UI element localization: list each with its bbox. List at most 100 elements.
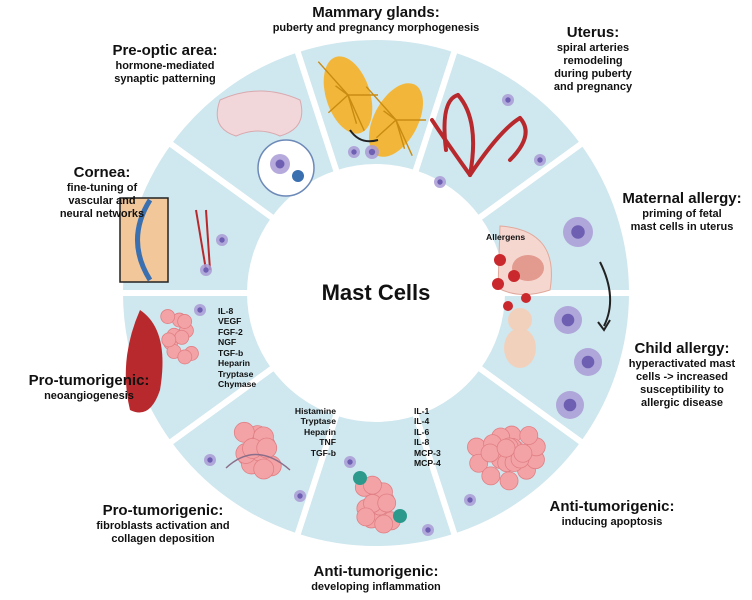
tumor-cell-apop-21	[513, 443, 533, 463]
mammary-duct-1-1	[395, 119, 413, 156]
cornea-mast-cell-1	[200, 264, 212, 276]
mammary-duct-1-4	[375, 119, 397, 139]
desc-preoptic-0: hormone-mediated	[115, 59, 215, 72]
tumor-cell-apop-20	[496, 438, 516, 458]
center-disc	[253, 170, 499, 416]
desc-maternal-1: mast cells in uterus	[630, 220, 734, 233]
label-anti-apoptosis: Anti-tumorigenic: inducing apoptosis	[532, 498, 692, 529]
mediator-angio-4: TGF-b	[218, 347, 244, 358]
mediator-apop-4: MCP-3	[414, 447, 441, 458]
mammary-mast-cell-1-nucleus	[351, 149, 357, 155]
mediator-angio-6: Tryptase	[218, 368, 254, 379]
desc-pro-fibroblast-1: collagen deposition	[111, 532, 215, 545]
mediator-angio-7: Chymase	[218, 379, 257, 390]
mammary-duct-0-4	[327, 94, 349, 114]
title-pro-fibroblast: Pro-tumorigenic:	[102, 502, 224, 519]
allergens-label: Allergens	[486, 232, 526, 242]
tumor-cell-angio-11	[177, 349, 193, 365]
fibroblast-mast-cell-1-nucleus	[297, 493, 303, 499]
label-child: Child allergy: hyperactivated mast cells…	[614, 340, 750, 410]
inflammation-mast-cell-0-nucleus	[347, 459, 353, 465]
desc-anti-apoptosis-0: inducing apoptosis	[561, 515, 663, 528]
allergen-maternal-2	[492, 278, 504, 290]
apoptosis-tumor	[467, 425, 546, 491]
child-mast-cell-1	[574, 348, 602, 376]
tumor-cell-fibro-11	[253, 458, 275, 480]
mammary-mast-cell-0	[365, 145, 379, 159]
mediator-fibro-1: Tryptase	[300, 416, 336, 427]
uterus-artery-4	[508, 116, 528, 162]
label-anti-inflammation: Anti-tumorigenic: developing inflammatio…	[286, 563, 466, 594]
uterus-mast-cell-0-nucleus	[505, 97, 511, 103]
child-mast-cell-2-nucleus	[563, 398, 577, 412]
fibroblast-tumor	[225, 421, 291, 480]
label-uterus: Uterus: spiral arteries remodeling durin…	[538, 24, 648, 94]
tumor-cell-angio-7	[160, 309, 176, 324]
mediators-angiogenesis: IL-8 VEGF FGF-2 NGF TGF-b Heparin Trypta…	[218, 306, 256, 390]
tumor-cell-fibro-13	[256, 437, 278, 459]
mammary-arrow	[349, 129, 379, 143]
child-mast-cell-0-nucleus	[561, 313, 575, 327]
mediator-fibro-3: TNF	[319, 437, 336, 448]
mediator-fibro-2: Heparin	[304, 426, 336, 437]
preoptic-neuron	[292, 170, 304, 182]
tumor-cell-apop-14	[481, 466, 501, 486]
baby-body	[504, 328, 536, 368]
tumor-cell-angio-9	[161, 332, 177, 348]
baby-head	[508, 308, 532, 332]
immune-cell-0	[353, 471, 367, 485]
center-title: Mast Cells	[321, 280, 431, 305]
label-mammary: Mammary glands: puberty and pregnancy mo…	[270, 4, 482, 35]
angiogenesis-mast-cell-nucleus	[197, 307, 203, 313]
tumor-cell-inflam-13	[377, 493, 397, 513]
desc-preoptic-1: synaptic patterning	[114, 72, 216, 85]
mediators-fibroblast: Histamine Tryptase Heparin TNF TGF-b	[256, 406, 336, 458]
title-pro-angiogenesis: Pro-tumorigenic:	[28, 372, 150, 389]
mammary-duct-0-3	[317, 61, 349, 96]
cornea-vessels	[195, 209, 211, 271]
angiogenesis-tumor	[160, 309, 199, 365]
child-mast-cell-0	[554, 306, 582, 334]
title-anti-inflammation: Anti-tumorigenic:	[313, 563, 439, 580]
desc-pro-fibroblast-0: fibroblasts activation and	[96, 519, 230, 532]
mediator-fibro-4: TGF-b	[310, 447, 336, 458]
child-mast-cell-1-nucleus	[581, 355, 595, 369]
immune-cell-1	[393, 509, 407, 523]
tumor-cell-apop-18	[519, 426, 539, 445]
inflammation-mast-cell-1-nucleus	[425, 527, 431, 533]
desc-cornea-0: fine-tuning of	[66, 181, 138, 194]
mammary-duct-0-1	[347, 94, 365, 131]
uterus-vessels	[430, 93, 528, 177]
desc-child-3: allergic disease	[641, 396, 723, 409]
child-mast-cell-2	[556, 391, 584, 419]
mammary-duct-0-5	[347, 94, 358, 124]
desc-child-0: hyperactivated mast	[628, 357, 736, 370]
desc-child-1: cells -> increased	[635, 370, 729, 383]
allergen-maternal-0	[494, 254, 506, 266]
segment-illustrations	[119, 56, 612, 536]
tumor-cell-angio-10	[177, 314, 193, 329]
allergen-maternal-1	[508, 270, 520, 282]
angiogenesis-vessel	[125, 310, 163, 413]
angiogenesis-mast-cell	[194, 304, 206, 316]
desc-cornea-1: vascular and	[68, 194, 136, 207]
uterus-mast-cell-1-nucleus	[537, 157, 543, 163]
fibroblast-mast-cell-0	[204, 454, 216, 466]
mediator-angio-5: Heparin	[218, 358, 250, 369]
label-pro-fibroblast: Pro-tumorigenic: fibroblasts activation …	[70, 502, 256, 546]
title-uterus: Uterus:	[566, 24, 620, 41]
inflammation-tumor	[354, 475, 401, 534]
mediator-apop-2: IL-6	[414, 426, 430, 437]
title-maternal: Maternal allergy:	[622, 190, 742, 207]
mediator-angio-3: NGF	[218, 337, 237, 348]
tumor-cell-apop-19	[499, 471, 519, 491]
desc-maternal-0: priming of fetal	[642, 207, 722, 220]
uterus-mast-cell-2-nucleus	[437, 179, 443, 185]
mediators-apoptosis: IL-1 IL-4 IL-6 IL-8 MCP-3 MCP-4	[414, 406, 441, 469]
title-anti-apoptosis: Anti-tumorigenic:	[549, 498, 675, 515]
child-arrow-head	[597, 319, 611, 332]
uterus-mast-cell-0	[502, 94, 514, 106]
brain-slice	[216, 90, 303, 137]
desc-anti-inflammation-0: developing inflammation	[311, 580, 441, 593]
